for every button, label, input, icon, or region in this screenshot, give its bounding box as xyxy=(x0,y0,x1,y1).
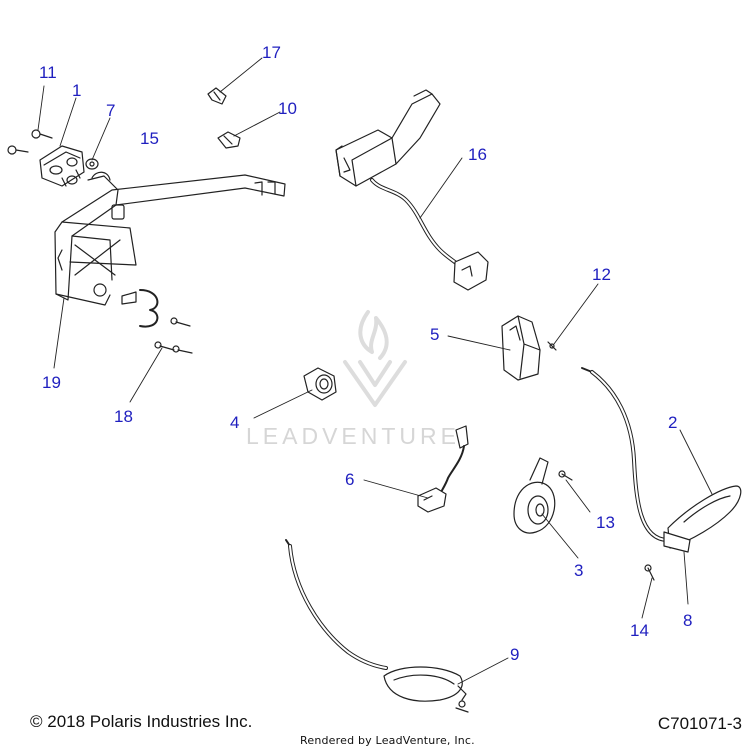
callout-6: 6 xyxy=(345,470,355,489)
callout-11: 11 xyxy=(39,63,57,82)
callout-1: 1 xyxy=(72,81,82,100)
watermark-text: LEADVENTURE xyxy=(246,423,460,449)
light-2 xyxy=(581,367,742,549)
screw-14 xyxy=(644,564,655,581)
callout-18: 18 xyxy=(114,407,133,426)
horn-3 xyxy=(513,457,556,534)
callout-4: 4 xyxy=(230,413,240,432)
callout-10: 10 xyxy=(278,99,297,118)
clip-17 xyxy=(207,87,227,105)
callout-7: 7 xyxy=(106,101,116,120)
rendered-by-text: Rendered by LeadVenture, Inc. xyxy=(300,734,475,747)
callout-13: 13 xyxy=(596,513,615,532)
screw-12 xyxy=(547,341,557,351)
hardware-11 xyxy=(7,129,53,155)
sensor-6 xyxy=(417,425,469,513)
housing-5 xyxy=(501,315,541,381)
watermark-logo xyxy=(343,310,407,407)
callout-16: 16 xyxy=(468,145,487,164)
switch-16 xyxy=(335,89,489,291)
callout-14: 14 xyxy=(630,621,649,640)
light-9 xyxy=(285,539,469,713)
callout-15: 15 xyxy=(140,129,159,148)
drawing-number: C701071-3 xyxy=(657,714,742,733)
bolt-13 xyxy=(558,470,573,481)
bolts-18 xyxy=(154,317,193,354)
grommet-4 xyxy=(303,367,337,401)
bracket-19 xyxy=(54,171,286,328)
callout-17: 17 xyxy=(262,43,281,62)
copyright-text: © 2018 Polaris Industries Inc. xyxy=(30,712,253,731)
callout-8: 8 xyxy=(683,611,693,630)
bracket-8 xyxy=(663,531,691,553)
leader-lines xyxy=(37,57,713,685)
callout-19: 19 xyxy=(42,373,61,392)
callout-3: 3 xyxy=(574,561,584,580)
callout-9: 9 xyxy=(510,645,520,664)
callout-2: 2 xyxy=(668,413,678,432)
callout-5: 5 xyxy=(430,325,440,344)
callout-12: 12 xyxy=(592,265,611,284)
clip-10 xyxy=(217,131,241,149)
